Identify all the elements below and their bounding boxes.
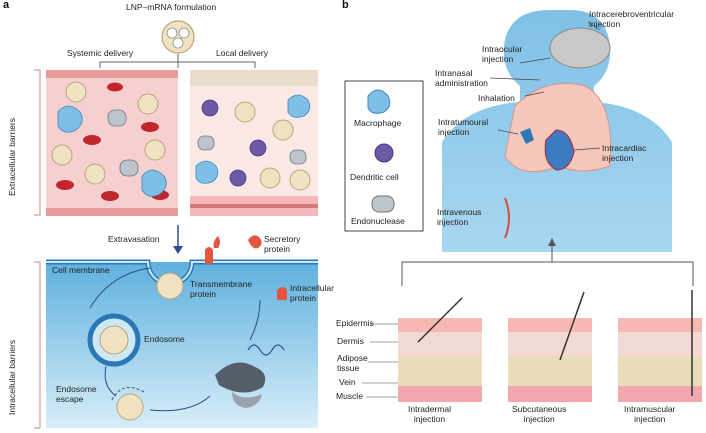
- epidermis-label: Epidermis: [336, 318, 374, 328]
- local-delivery-label: Local delivery: [216, 48, 268, 58]
- cell-body: [46, 247, 318, 428]
- body-leader-lines: [489, 21, 601, 151]
- dermis-label: Dermis: [337, 336, 364, 346]
- skin-panels: [398, 290, 702, 402]
- legend-endonuclease: Endonuclease: [351, 216, 405, 226]
- body-silhouette: [442, 10, 672, 252]
- local-tissue: [190, 70, 318, 216]
- lnp-formulation-title: LNP–mRNA formulation: [126, 2, 217, 12]
- panel-label-b: b: [342, 0, 349, 11]
- intracellular-bracket: [34, 261, 41, 429]
- systemic-vessel: [46, 70, 178, 216]
- extracellular-barriers-label: Extracellular barriers: [7, 118, 17, 196]
- branch-lines: [99, 54, 256, 68]
- vein-label: Vein: [339, 377, 356, 387]
- muscle-label: Muscle: [336, 391, 363, 401]
- panel-label-a: a: [3, 0, 10, 11]
- endosome-label: Endosome: [144, 334, 185, 344]
- systemic-delivery-label: Systemic delivery: [67, 48, 134, 58]
- inhalation-label: Inhalation: [478, 93, 515, 103]
- extravasation-label: Extravasation: [108, 234, 160, 244]
- legend-box: [344, 80, 424, 232]
- skin-leader-lines: [362, 323, 398, 398]
- lnp-formulation-icon: [161, 20, 195, 54]
- secretory-protein-shape: [213, 235, 262, 249]
- extracellular-bracket: [34, 69, 41, 216]
- intracellular-barriers-label: Intracellular barriers: [7, 339, 17, 415]
- cell-membrane-label: Cell membrane: [52, 265, 110, 275]
- legend-dendritic-cell: Dendritic cell: [350, 172, 399, 182]
- legend-macrophage: Macrophage: [354, 118, 402, 128]
